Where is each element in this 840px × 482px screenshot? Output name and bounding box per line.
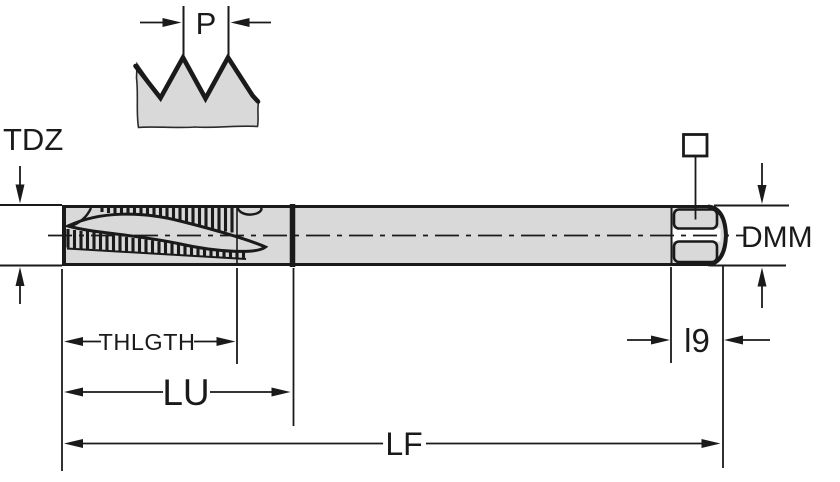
hatching-baseline xyxy=(66,247,247,260)
dim-dmm: DMM xyxy=(710,163,813,308)
l9-label: l9 xyxy=(684,322,710,359)
thread-profile-fill xyxy=(135,55,260,129)
dim-tdz: TDZ xyxy=(0,122,63,304)
tap-body xyxy=(48,204,745,267)
thlgth-arrow-left xyxy=(64,337,83,346)
thlgth-label: THLGTH xyxy=(99,329,196,355)
flute-runout-curl xyxy=(236,206,263,216)
dim-l9: l9 xyxy=(627,322,770,359)
tdz-arrow-up xyxy=(15,267,25,286)
lf-arrow-left xyxy=(64,439,83,448)
thread-hatching-bottom xyxy=(66,229,246,259)
front-flute-face xyxy=(69,207,93,228)
dim-lf: LF xyxy=(64,426,721,462)
extension-lines xyxy=(61,266,724,471)
lu-label: LU xyxy=(162,372,209,413)
p-arrow-left xyxy=(162,18,182,27)
square-flat-bottom xyxy=(672,240,719,264)
l9-arrow-left xyxy=(651,335,670,345)
thread-hatching-top xyxy=(100,208,234,233)
p-label: P xyxy=(196,6,217,41)
square-outline-icon xyxy=(682,133,709,158)
p-arrow-right xyxy=(230,18,250,27)
lu-arrow-left xyxy=(64,387,83,397)
dim-pitch: P xyxy=(140,6,271,56)
lf-arrow-right xyxy=(701,439,721,448)
dmm-arrow-down xyxy=(757,185,767,204)
lf-label: LF xyxy=(385,426,422,462)
dim-lu: LU xyxy=(64,372,291,413)
square-end xyxy=(670,207,721,264)
square-drive-callout xyxy=(682,133,709,220)
dmm-label: DMM xyxy=(741,221,813,254)
thread-profile-detail xyxy=(133,52,261,129)
dim-thlgth: THLGTH xyxy=(64,329,236,355)
dmm-arrow-up xyxy=(757,267,767,287)
spiral-flute xyxy=(63,212,269,253)
tdz-label: TDZ xyxy=(3,122,63,157)
flute-section xyxy=(62,204,296,267)
thread-profile-zigzag xyxy=(133,52,261,104)
tdz-arrow-down xyxy=(15,184,25,204)
l9-arrow-right xyxy=(724,335,743,345)
thlgth-arrow-right xyxy=(216,337,236,346)
lu-arrow-right xyxy=(271,387,291,397)
